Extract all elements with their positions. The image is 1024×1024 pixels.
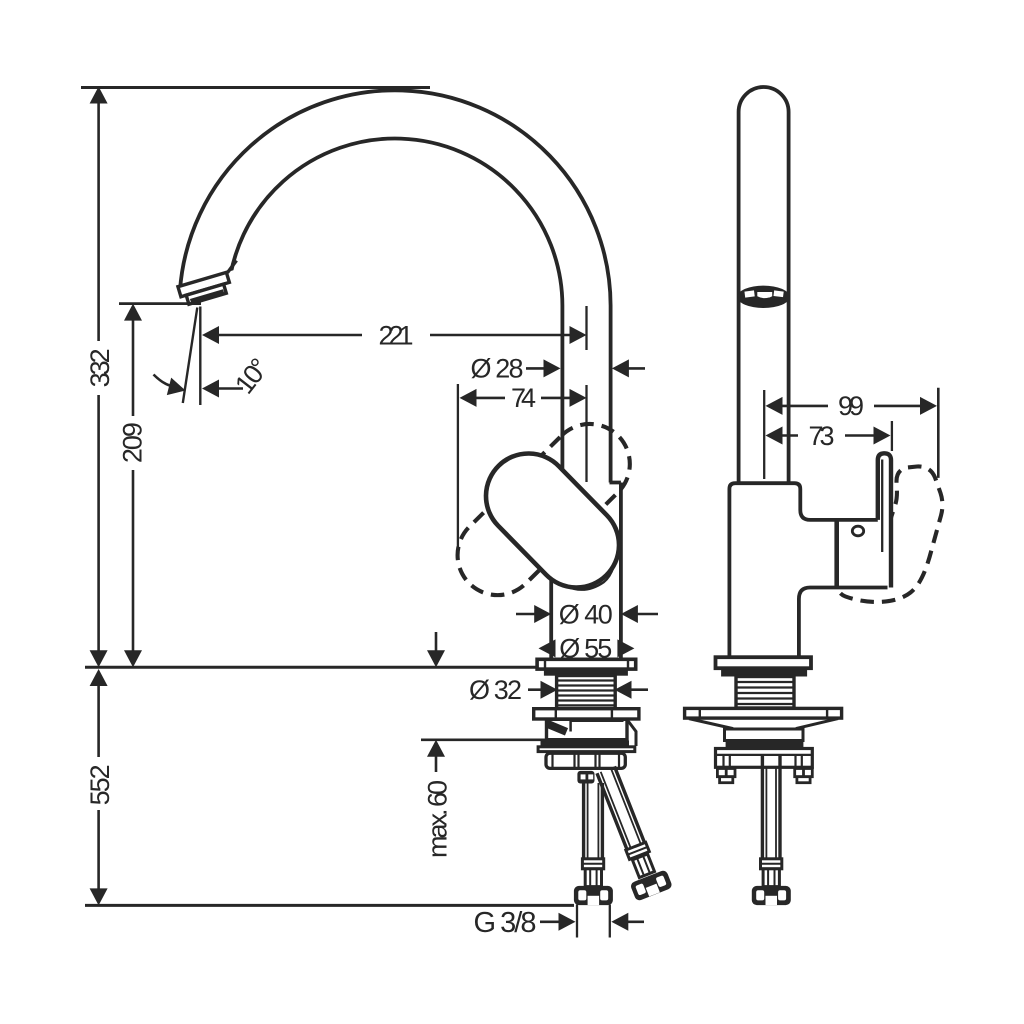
svg-text:max. 60: max. 60 xyxy=(423,780,453,858)
svg-text:74: 74 xyxy=(511,383,536,413)
svg-text:Ø 40: Ø 40 xyxy=(559,599,613,629)
svg-text:332: 332 xyxy=(85,348,115,387)
svg-text:Ø 55: Ø 55 xyxy=(559,634,612,664)
svg-text:Ø 28: Ø 28 xyxy=(471,354,524,384)
svg-text:99: 99 xyxy=(838,391,864,421)
svg-text:209: 209 xyxy=(118,422,148,463)
svg-text:G 3/8: G 3/8 xyxy=(474,907,537,939)
svg-text:Ø 32: Ø 32 xyxy=(469,675,522,705)
svg-text:221: 221 xyxy=(379,320,414,350)
svg-text:552: 552 xyxy=(85,764,115,805)
svg-text:73: 73 xyxy=(809,421,835,451)
